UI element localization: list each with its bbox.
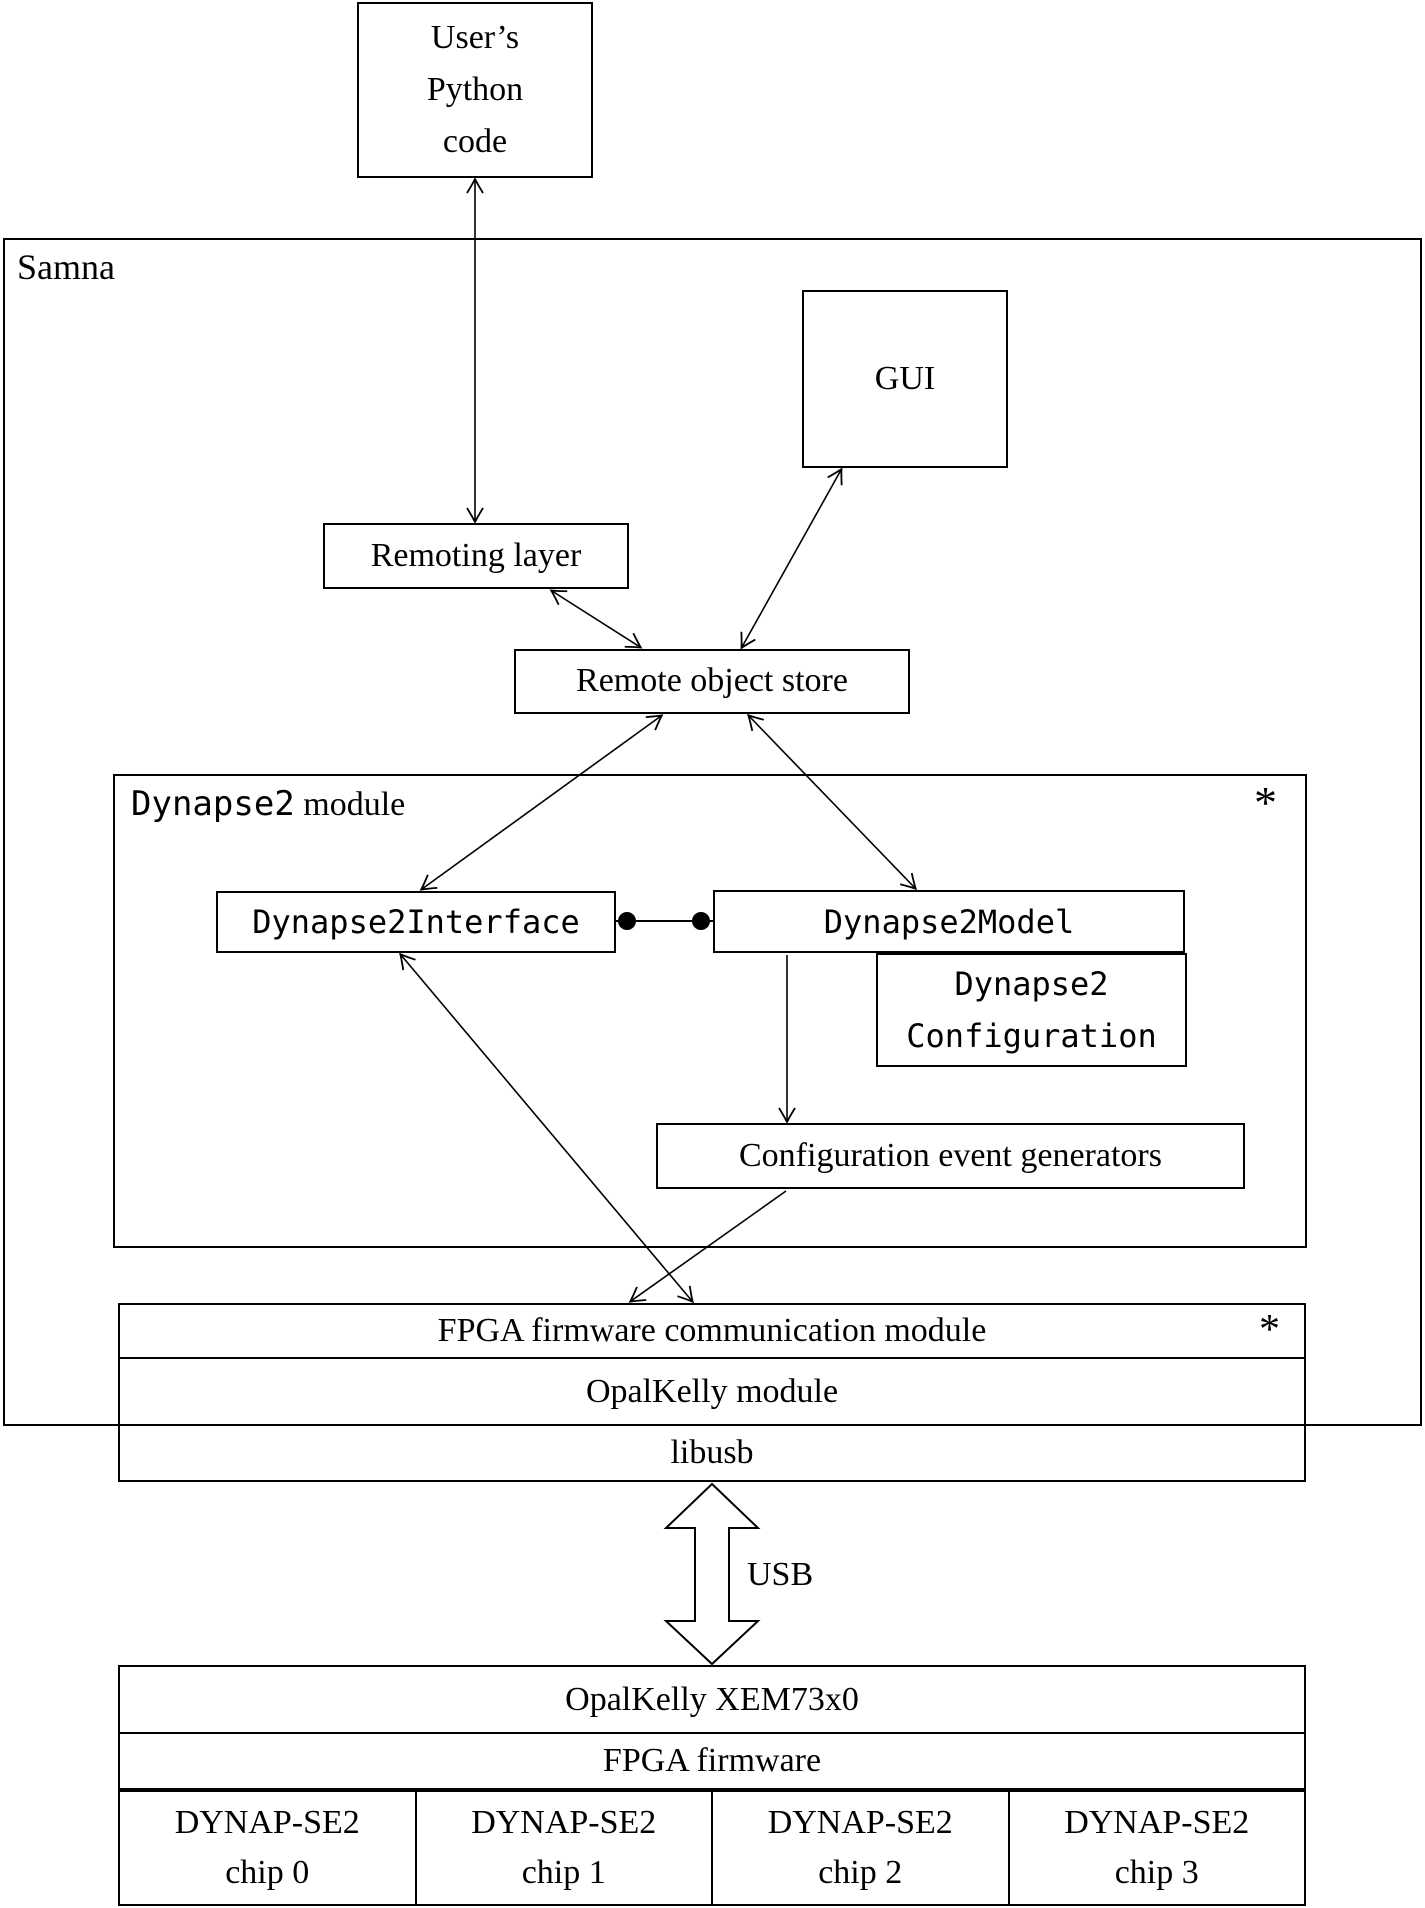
- opalkelly-module-row: OpalKelly module: [120, 1357, 1304, 1424]
- chip-1-cell: DYNAP-SE2 chip 1: [414, 1792, 712, 1904]
- samna-label: Samna: [17, 247, 115, 287]
- remoting-layer-label: Remoting layer: [370, 536, 582, 574]
- gui-label: GUI: [874, 359, 936, 397]
- chip-3-line2: chip 3: [1114, 1854, 1199, 1891]
- dynapse2-module-asterisk: *: [1254, 777, 1277, 828]
- opalkelly-board-label: OpalKelly XEM73x0: [565, 1680, 859, 1718]
- opalkelly-module-label: OpalKelly module: [585, 1372, 839, 1410]
- chip-2-cell: DYNAP-SE2 chip 2: [711, 1792, 1008, 1904]
- chip-2-line1: DYNAP-SE2: [767, 1804, 953, 1841]
- chip-2-line2: chip 2: [818, 1854, 903, 1891]
- dynapse2-interface-box: Dynapse2Interface: [216, 891, 616, 953]
- chip-0-line1: DYNAP-SE2: [174, 1804, 360, 1841]
- fpga-comm-module-label: FPGA firmware communication module: [437, 1312, 987, 1349]
- usb-double-arrow: [663, 1482, 761, 1666]
- user-python-code-line2: Python: [426, 71, 524, 108]
- chip-1-line2: chip 1: [521, 1854, 606, 1891]
- chip-1-line1: DYNAP-SE2: [471, 1804, 657, 1841]
- dynapse2-module-label-rest: module: [294, 786, 406, 823]
- chip-3-cell: DYNAP-SE2 chip 3: [1007, 1792, 1305, 1904]
- dynapse2-model-box: Dynapse2Model: [713, 890, 1185, 953]
- fpga-firmware-row: FPGA firmware: [120, 1732, 1304, 1788]
- remote-object-store-label: Remote object store: [576, 662, 848, 700]
- remote-object-store-box: Remote object store: [514, 649, 910, 714]
- dynapse2-configuration-box: Dynapse2 Configuration: [876, 953, 1187, 1067]
- fpga-comm-module-row: FPGA firmware communication module *: [120, 1305, 1304, 1357]
- config-event-generators-label: Configuration event generators: [739, 1136, 1162, 1174]
- chip-3-line1: DYNAP-SE2: [1064, 1804, 1250, 1841]
- dynapse2-configuration-line2: Configuration: [906, 1017, 1157, 1055]
- libusb-row: libusb: [120, 1424, 1304, 1480]
- chips-row: DYNAP-SE2 chip 0 DYNAP-SE2 chip 1 DYNAP-…: [118, 1790, 1306, 1906]
- remoting-layer-box: Remoting layer: [323, 523, 629, 589]
- usb-label: USB: [747, 1556, 814, 1593]
- dynapse2-interface-label: Dynapse2Interface: [252, 903, 580, 941]
- chip-0-line2: chip 0: [225, 1854, 310, 1891]
- user-python-code-line1: User’s: [430, 19, 520, 56]
- software-stack: FPGA firmware communication module * Opa…: [118, 1303, 1306, 1482]
- fpga-comm-module-asterisk: *: [1259, 1307, 1280, 1353]
- dynapse2-model-label: Dynapse2Model: [823, 902, 1075, 941]
- dynapse2-module-label: Dynapse2 module: [131, 784, 405, 824]
- libusb-label: libusb: [670, 1434, 754, 1471]
- opalkelly-board-row: OpalKelly XEM73x0: [120, 1667, 1304, 1732]
- hardware-stack: OpalKelly XEM73x0 FPGA firmware: [118, 1665, 1306, 1790]
- fpga-firmware-label: FPGA firmware: [602, 1742, 822, 1779]
- dynapse2-module-label-mono: Dynapse2: [131, 784, 295, 824]
- user-python-code-box: User’s Python code: [357, 2, 593, 178]
- gui-box: GUI: [802, 290, 1008, 468]
- dynapse2-configuration-line1: Dynapse2: [954, 965, 1109, 1003]
- chip-0-cell: DYNAP-SE2 chip 0: [120, 1792, 415, 1904]
- user-python-code-line3: code: [442, 123, 508, 160]
- config-event-generators-box: Configuration event generators: [656, 1123, 1245, 1189]
